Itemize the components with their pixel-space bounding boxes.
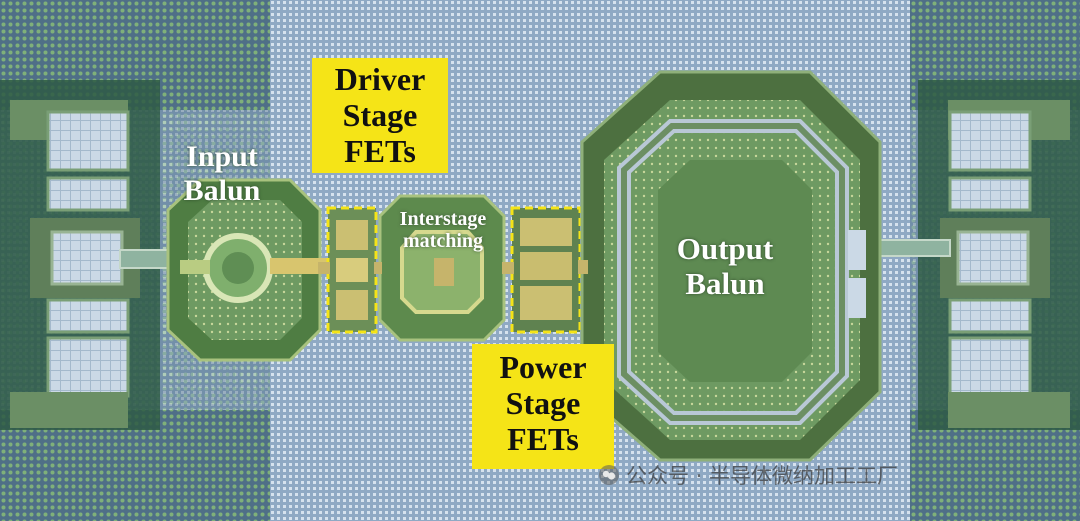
watermark-text: 公众号 · 半导体微纳加工工厂 (626, 464, 899, 488)
input-balun-structure (166, 178, 328, 362)
watermark: 公众号 · 半导体微纳加工工厂 (598, 460, 898, 490)
interstage-label-line-2: matching (403, 230, 483, 253)
driver-label-line-2: Stage (342, 96, 418, 133)
output-label-line-1: Output (676, 231, 774, 266)
power-label-line-2: Stage (505, 384, 581, 421)
power-stage-fets (510, 206, 582, 334)
wechat-icon (599, 465, 619, 485)
output-balun-label: Output Balun (640, 231, 810, 301)
interstage-matching-structure (378, 194, 506, 342)
right-pad-block (918, 80, 1080, 430)
driver-stage-label: Driver Stage FETs (312, 58, 448, 174)
interstage-matching-label: Interstage matching (372, 208, 514, 253)
input-label-line-2: Balun (183, 173, 261, 207)
interstage-label-line-1: Interstage (399, 208, 487, 230)
power-stage-label: Power Stage FETs (472, 344, 614, 470)
power-label-line-1: Power (499, 349, 587, 385)
driver-label-line-3: FETs (344, 132, 416, 169)
driver-stage-fets (326, 206, 378, 334)
input-balun-label: Input Balun (162, 140, 282, 207)
driver-label-line-1: Driver (334, 61, 426, 97)
input-label-line-1: Input (186, 140, 258, 173)
output-balun-structure (580, 70, 882, 462)
power-label-line-3: FETs (507, 420, 579, 457)
output-label-line-2: Balun (685, 265, 765, 301)
left-pad-block (0, 80, 160, 430)
